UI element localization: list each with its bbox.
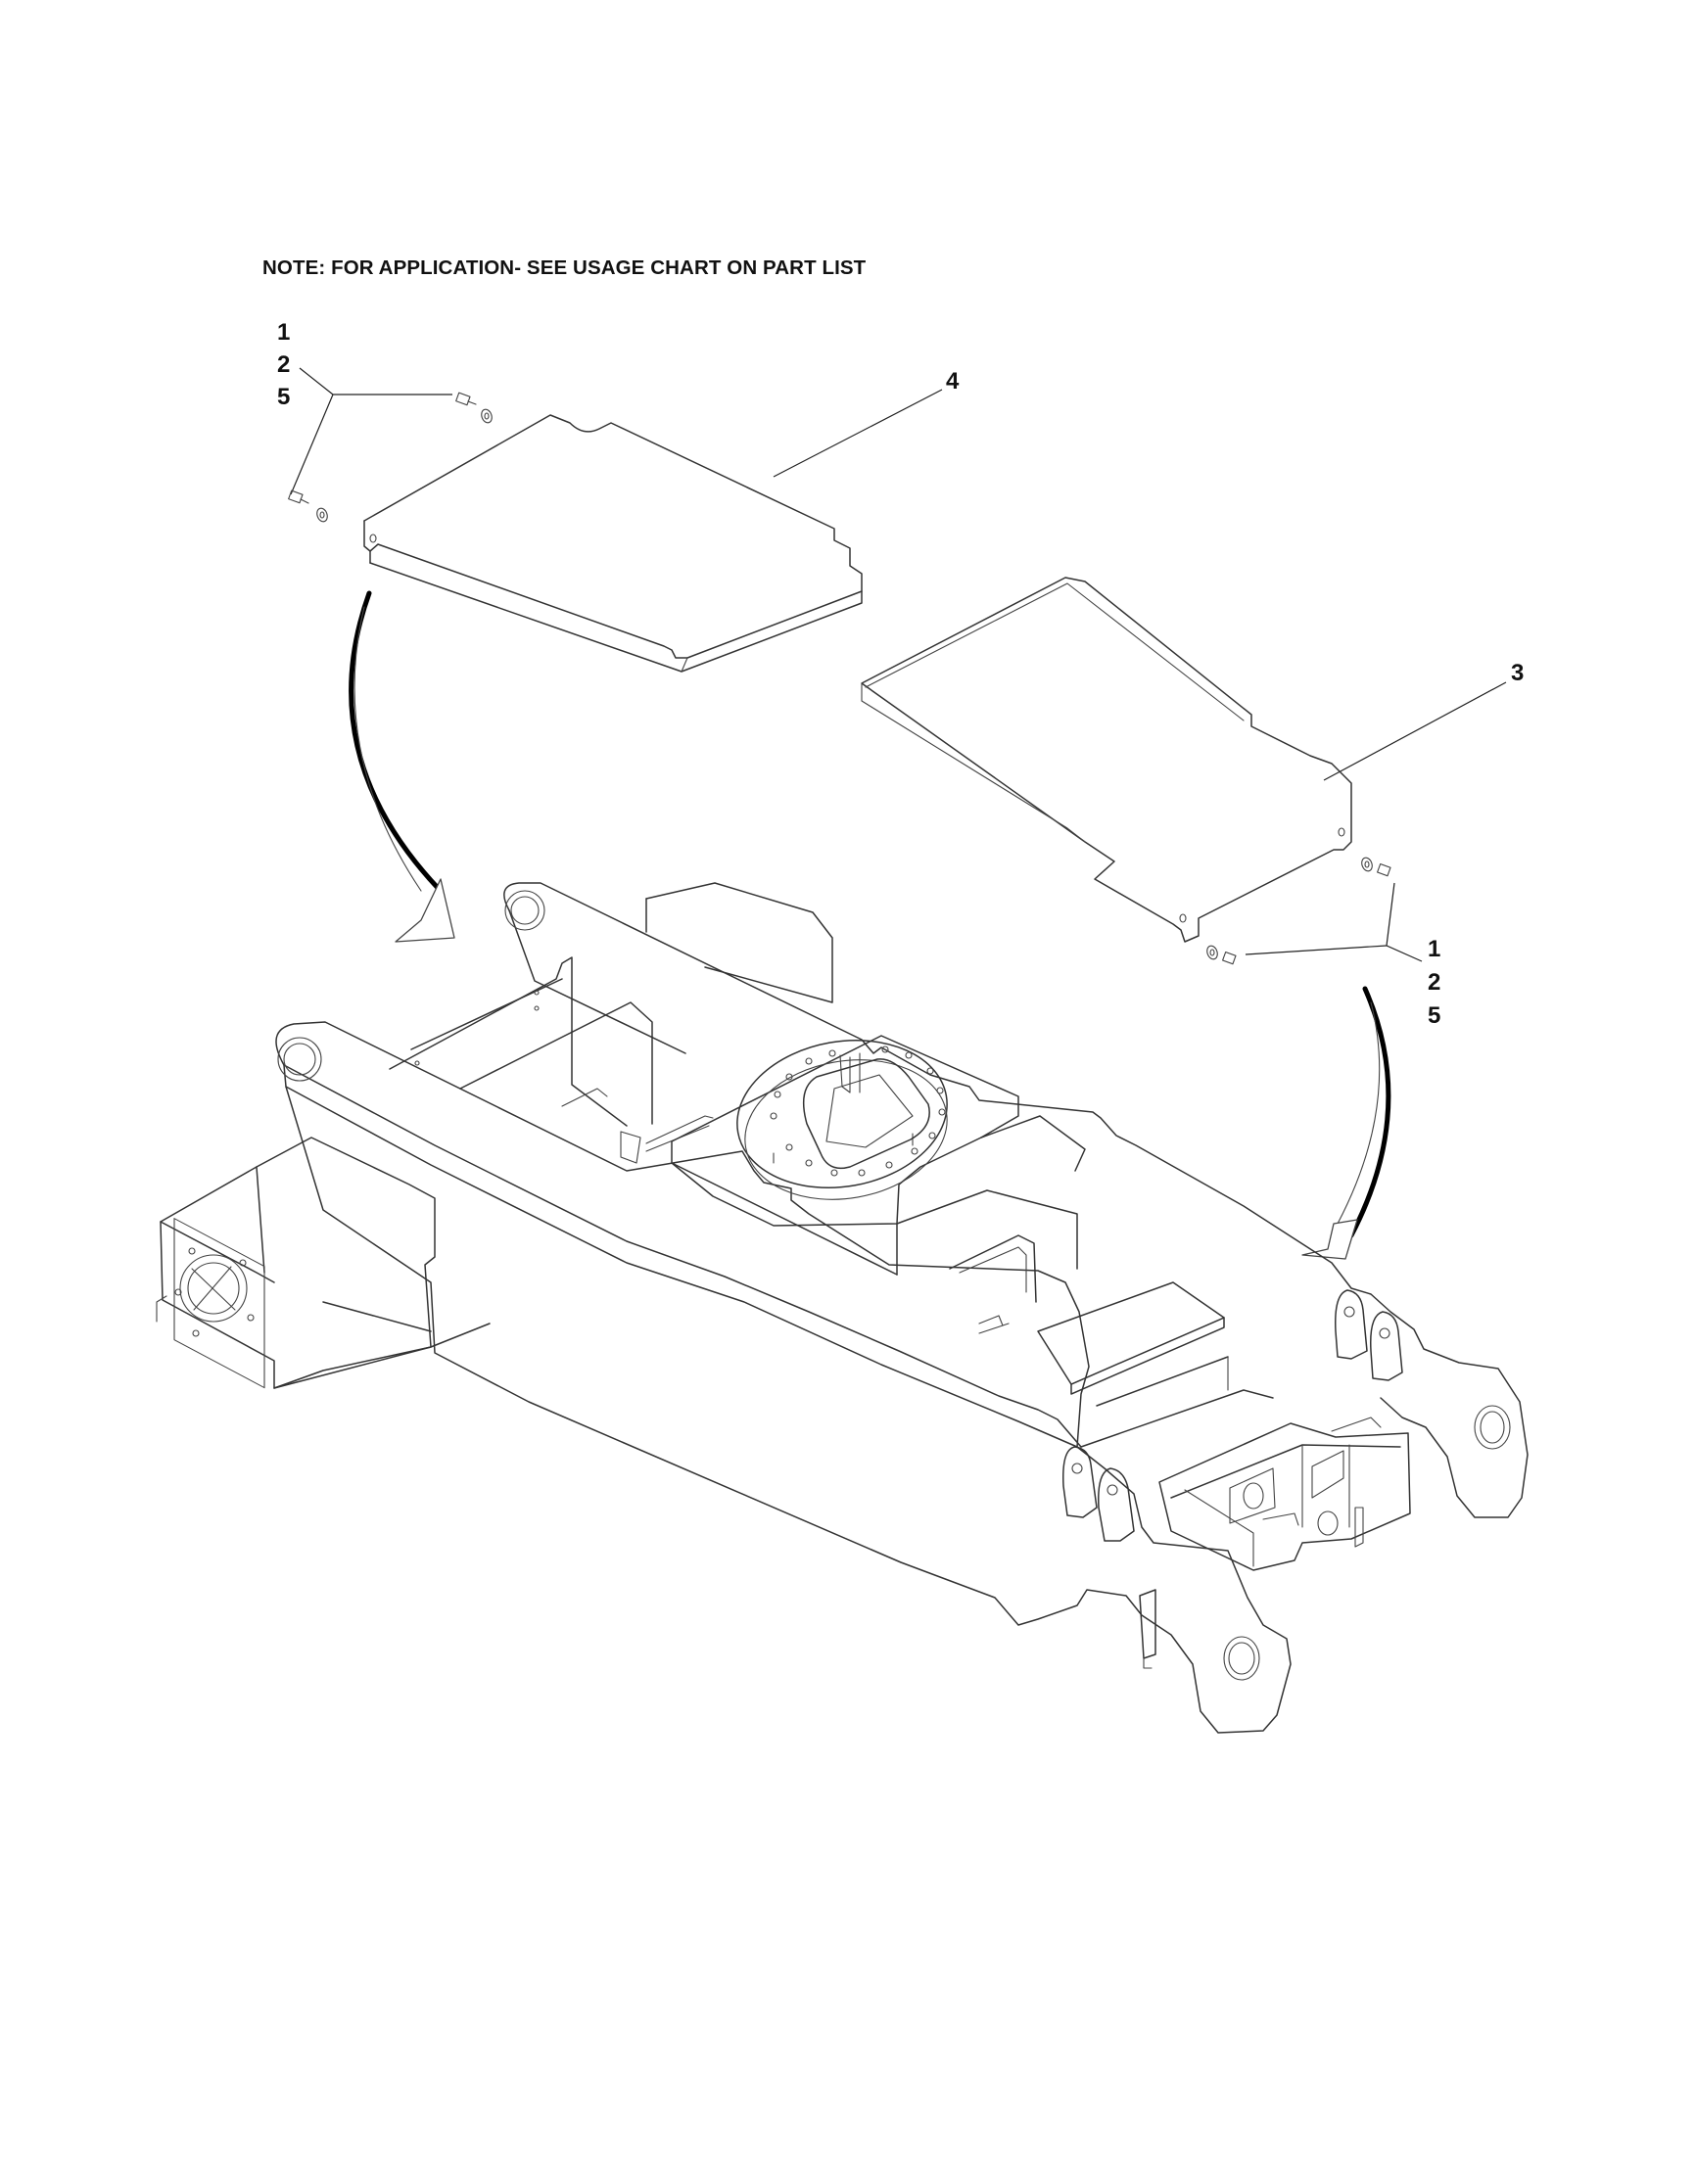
callout-item-2-right: 2 xyxy=(1428,969,1441,996)
frame-assembly xyxy=(156,882,1529,1734)
usage-note: NOTE: FOR APPLICATION- SEE USAGE CHART O… xyxy=(262,256,867,279)
callout-item-2-left: 2 xyxy=(277,351,291,378)
leader-lines xyxy=(290,367,1507,962)
callout-item-3: 3 xyxy=(1511,660,1525,686)
cover-plate-lower xyxy=(861,577,1352,943)
install-arrow-right xyxy=(1301,986,1391,1260)
bolt-washer-set-left xyxy=(288,392,493,523)
cover-plate-upper xyxy=(363,414,863,673)
bolt-washer-set-right xyxy=(1206,857,1391,965)
callout-item-1-left: 1 xyxy=(277,319,291,346)
callout-item-5-right: 5 xyxy=(1428,1002,1441,1029)
callout-item-4: 4 xyxy=(946,368,960,395)
callout-item-5-left: 5 xyxy=(277,384,291,410)
install-arrow-left xyxy=(349,590,455,943)
callout-item-1-right: 1 xyxy=(1428,936,1441,962)
ring-bolt-holes xyxy=(770,1046,946,1177)
